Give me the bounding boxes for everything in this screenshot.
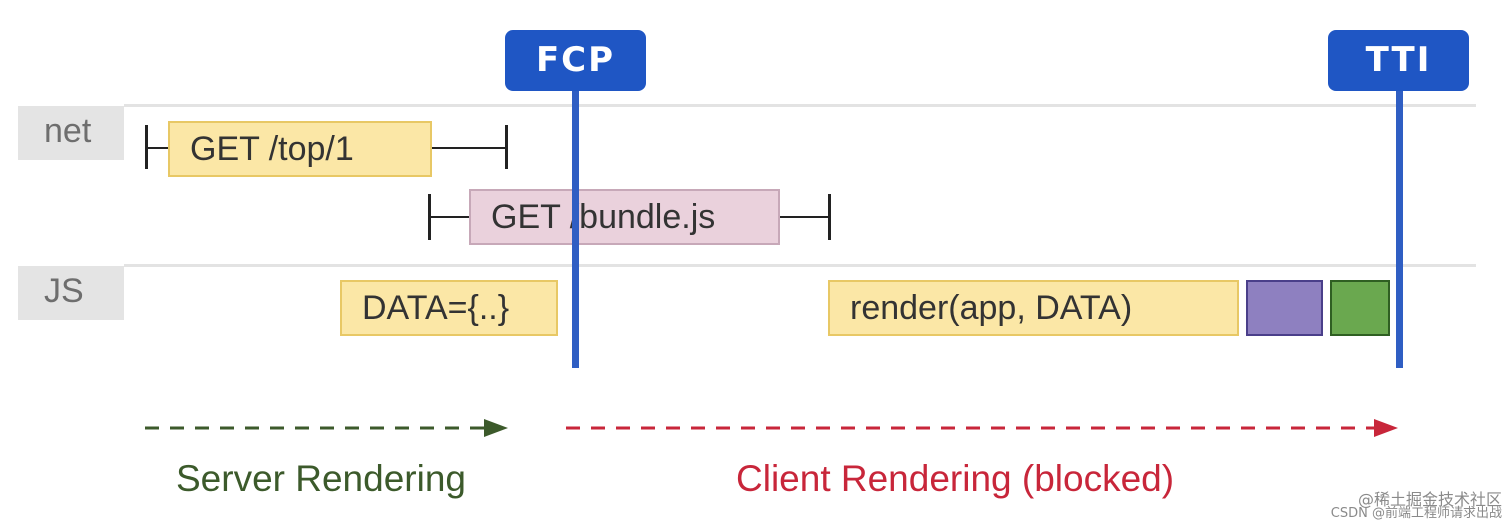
tti-marker-line — [1396, 80, 1403, 368]
bundle-request-lead-line — [429, 216, 471, 218]
bundle-request-end-cap — [828, 194, 831, 240]
top-request-lead-line — [146, 147, 170, 149]
js-row-top-line — [124, 264, 1476, 267]
top-request-end-cap — [505, 125, 508, 169]
green-task-block — [1330, 280, 1390, 336]
data-inline-task-label: DATA={..} — [362, 289, 510, 327]
client-rendering-arrow — [566, 419, 1398, 437]
top-request-label: GET /top/1 — [190, 130, 354, 168]
js-lane-label: JS — [18, 266, 124, 320]
data-inline-task: DATA={..} — [340, 280, 558, 336]
top-request-tail-line — [432, 147, 507, 149]
bundle-request-bar: GET /bundle.js — [469, 189, 780, 245]
render-task: render(app, DATA) — [828, 280, 1239, 336]
render-task-label: render(app, DATA) — [850, 289, 1133, 327]
tti-marker-flag: TTI — [1328, 30, 1469, 91]
purple-task-block — [1246, 280, 1323, 336]
fcp-marker-line — [572, 80, 579, 368]
top-request-bar: GET /top/1 — [168, 121, 432, 177]
fcp-marker-flag: FCP — [505, 30, 646, 91]
net-row-top-line — [124, 104, 1476, 107]
server-rendering-caption: Server Rendering — [176, 458, 466, 499]
client-rendering-caption: Client Rendering (blocked) — [736, 458, 1175, 499]
bundle-request-label: GET /bundle.js — [491, 198, 716, 236]
watermark-juejin: @稀土掘金技术社区 — [1357, 490, 1502, 509]
server-rendering-arrow — [145, 419, 508, 437]
bundle-request-tail-line — [780, 216, 830, 218]
net-lane-label: net — [18, 106, 124, 160]
watermark-csdn: CSDN @前端工程师请求出战 — [1330, 506, 1502, 521]
